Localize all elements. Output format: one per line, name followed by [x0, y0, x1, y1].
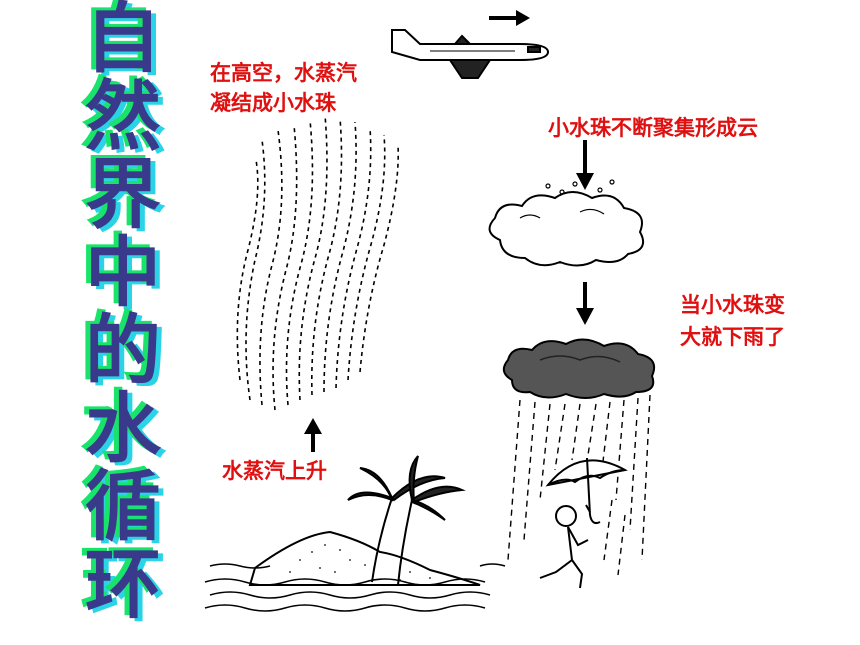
vapor-label: 水蒸汽上升 — [222, 459, 327, 483]
title-char-3: 界 — [85, 150, 161, 239]
title-char-6: 水 — [85, 384, 161, 473]
condense-label-line2: 凝结成小水珠 — [210, 91, 336, 115]
rain-label-line1: 当小水珠变 — [680, 293, 785, 317]
title-char-8: 环 — [85, 540, 161, 629]
vapor-lines — [236, 114, 400, 411]
title-char-7: 循 — [85, 462, 161, 551]
airplane-icon — [391, 29, 550, 79]
cloud-label: 小水珠不断聚集形成云 — [548, 116, 758, 140]
title-char-4: 中 — [85, 228, 161, 317]
condense-label-line1: 在高空，水蒸汽 — [210, 61, 357, 85]
rain-down-arrow-icon — [576, 282, 594, 325]
title-char-5: 的 — [85, 306, 161, 395]
person-with-umbrella-icon — [539, 457, 628, 589]
title-char-2: 然 — [85, 72, 161, 161]
rain-label-line2: 大就下雨了 — [680, 325, 785, 349]
island-icon — [248, 530, 481, 586]
vapor-up-arrow-icon — [304, 418, 322, 452]
rain-cloud-icon — [502, 338, 656, 399]
white-cloud-icon — [488, 191, 644, 267]
direction-arrow-icon — [489, 10, 530, 26]
palm-tree-icon — [347, 455, 466, 586]
title-char-1: 自 — [85, 0, 161, 83]
rain-streaks — [507, 394, 651, 576]
cloud-down-arrow-icon — [576, 140, 594, 190]
sea-waves — [204, 563, 506, 612]
